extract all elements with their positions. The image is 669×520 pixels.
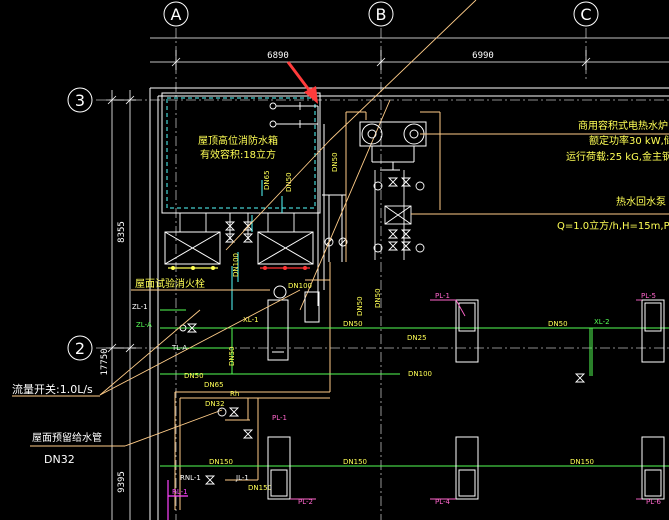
dim-top-right: 6990	[472, 51, 494, 61]
callout-flow-switch: 流量开关:1.0L/s	[12, 382, 93, 396]
pressure-gauges[interactable]	[324, 237, 348, 247]
tag-xl1: XL-1	[243, 316, 259, 324]
heater-label-line3: 运行荷载:25 kG,金主钢擦,	[566, 150, 669, 163]
tag-pl1-b: PL-1	[272, 414, 287, 422]
dim-left-lower: 9395	[117, 471, 127, 493]
dimension-left	[106, 90, 136, 520]
pipe-label-dn150-c: DN150	[570, 458, 594, 466]
axis-bubble-2[interactable]: 2	[67, 335, 93, 361]
tag-xl2: XL-2	[594, 318, 610, 326]
pipe-label-dn50-v2: DN50	[331, 152, 339, 172]
axis-label-b: B	[376, 5, 387, 24]
dim-left-upper: 8355	[117, 221, 127, 243]
pipe-label-dn150-d: DN150	[248, 484, 272, 492]
tag-pl2: PL-2	[298, 498, 313, 506]
axis-bubble-b[interactable]: B	[368, 1, 394, 27]
green-valves[interactable]	[179, 323, 586, 383]
axis-label-c: C	[580, 5, 591, 24]
pump-spec: Q=1.0立方/h,H=15m,P=	[557, 219, 669, 232]
heater-label-line2: 额定功率30 kW,储水容	[589, 134, 669, 147]
pl-fixture-1[interactable]	[455, 299, 479, 363]
pl-fixture-5[interactable]	[641, 299, 665, 363]
pipe-label-dn100-h: DN100	[408, 370, 432, 378]
tank-float-valves[interactable]	[269, 102, 318, 128]
hot-water-return-pump[interactable]	[373, 169, 425, 260]
lower-valves[interactable]	[204, 407, 254, 485]
fire-water-tank[interactable]	[161, 92, 321, 214]
tag-pl5: PL-5	[641, 292, 656, 300]
axis-bubble-3[interactable]: 3	[67, 87, 93, 113]
callout-roof-pipe-size: DN32	[44, 453, 75, 466]
tag-pl6: PL-6	[646, 498, 662, 506]
pipe-label-dn150-a: DN150	[209, 458, 233, 466]
pipe-label-dn65-v: DN65	[263, 170, 271, 190]
axis-bubble-c[interactable]: C	[573, 1, 599, 27]
tag-jl1: JL-1	[235, 474, 249, 482]
tag-pl4: PL-4	[435, 498, 451, 506]
tag-rl1: RL-1	[172, 488, 188, 496]
axis-label-a: A	[171, 5, 182, 24]
axis-label-3: 3	[75, 91, 85, 110]
pump-title: 热水回水泵	[616, 195, 666, 208]
tag-tl-a: TL-A	[171, 344, 187, 352]
pl-fixture-4[interactable]	[455, 436, 479, 500]
tank-valves[interactable]	[224, 221, 254, 243]
wall-outline[interactable]	[149, 87, 669, 520]
pipe-label-dn50-v5: DN50	[374, 288, 382, 308]
white-risers-mid[interactable]	[317, 106, 346, 306]
hot-water-lines[interactable]	[174, 111, 441, 510]
pipe-label-dn50-v1: DN50	[285, 172, 293, 192]
pipe-label-rh: Rh	[230, 390, 239, 398]
tank-outlet-risers[interactable]	[179, 213, 295, 240]
dim-top-left: 6890	[267, 51, 289, 61]
diagonal-leaders	[225, 0, 477, 311]
pipe-label-dn100-v: DN100	[232, 253, 240, 277]
callout-roof-pipe: 屋面预留给水管	[32, 431, 102, 444]
dim-left-mid: 17750	[100, 348, 110, 375]
pl-fixture-2[interactable]	[267, 436, 291, 500]
electric-water-heater[interactable]	[359, 121, 427, 170]
pressure-tank-left[interactable]	[164, 231, 221, 265]
pipe-label-dn65-h: DN65	[204, 381, 224, 389]
pipe-label-dn50-h1: DN50	[343, 320, 363, 328]
pipe-label-dn50-v3: DN50	[228, 346, 236, 366]
pipe-label-dn100-h2: DN100	[288, 282, 312, 290]
tank-supports	[168, 266, 310, 270]
roof-test-hydrant[interactable]	[267, 285, 320, 361]
tag-leaders	[290, 299, 642, 500]
pipe-label-dn25-h: DN25	[407, 334, 427, 342]
pipe-label-dn150-b: DN150	[343, 458, 367, 466]
axis-grid	[96, 28, 669, 520]
pl-fixture-6[interactable]	[641, 436, 665, 500]
dimension-top	[150, 37, 669, 70]
pipe-label-dn50-v4: DN50	[356, 296, 364, 316]
red-arrow-annotation	[286, 61, 318, 104]
axis-bubble-a[interactable]: A	[163, 1, 189, 27]
green-pipe-network[interactable]	[160, 309, 669, 467]
pipe-label-dn50-h3: DN50	[184, 372, 204, 380]
magenta-riser[interactable]	[167, 480, 188, 520]
tag-rnl1: RNL-1	[180, 474, 201, 482]
tank-label-line1: 屋顶高位消防水箱	[198, 134, 278, 147]
tag-zl1: ZL-1	[132, 303, 148, 311]
callout-leaders	[12, 289, 301, 447]
callout-roof-hydrant: 屋面试验消火栓	[135, 277, 205, 290]
pipe-label-dn32-h: DN32	[205, 400, 225, 408]
axis-label-2: 2	[75, 339, 85, 358]
pressure-tank-right[interactable]	[257, 231, 314, 265]
tag-pl1-a: PL-1	[435, 292, 450, 300]
cyan-pipes-upper[interactable]	[231, 180, 283, 310]
tag-zl-a: ZL-A	[136, 321, 152, 329]
pipe-label-dn50-h2: DN50	[548, 320, 568, 328]
tank-label-line2: 有效容积:18立方	[200, 148, 276, 161]
heater-label-line1: 商用容积式电热水炉:DRE	[578, 119, 669, 132]
